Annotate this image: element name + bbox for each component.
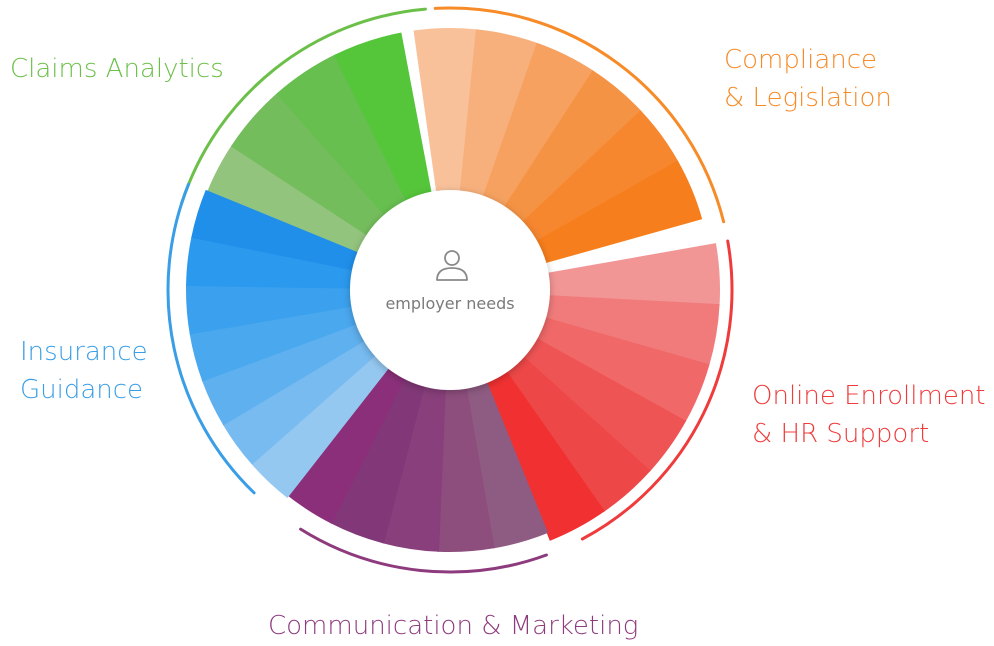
compliance-wedge-2 [459, 29, 539, 201]
compliance-wedge-6 [532, 160, 703, 265]
communication-wedge-3 [382, 381, 447, 552]
communication-wedge-2 [437, 383, 495, 553]
claims-wedge-2 [230, 92, 388, 238]
person-icon [436, 250, 468, 281]
insurance-wedge-6 [186, 236, 357, 289]
online-wedge-1 [543, 243, 720, 306]
communication-wedge-4 [330, 374, 427, 544]
online-wedge-6 [485, 367, 605, 541]
insurance-wedge-3 [201, 322, 369, 426]
compliance-outline-arc [433, 6, 726, 224]
online-wedge-3 [532, 316, 710, 423]
claims-wedge-1 [200, 145, 371, 261]
online-wedge-4 [520, 336, 687, 472]
compliance-wedge-1 [413, 28, 478, 196]
insurance-guidance-label: Insurance Guidance [20, 337, 148, 405]
claims-analytics-label: Claims Analytics [10, 54, 224, 84]
insurance-wedge-4 [189, 305, 361, 382]
center-circle [350, 190, 550, 390]
claims-outline-arc [180, 7, 427, 205]
claims-wedge-4 [334, 32, 433, 205]
claims-wedge-3 [276, 54, 409, 219]
communication-outline-arc [299, 527, 548, 574]
insurance-wedge-2 [222, 338, 379, 465]
online-outline-arc [580, 239, 734, 541]
insurance-wedge-1 [251, 352, 392, 499]
insurance-wedge-5 [185, 284, 357, 335]
insurance-outline-arc [166, 182, 256, 495]
insurance-wedge-7 [191, 189, 363, 272]
online-enrollment-label: Online Enrollment & HR Support [752, 381, 986, 449]
online-wedge-5 [504, 353, 651, 512]
compliance-wedge-3 [481, 42, 594, 211]
online-wedge-2 [541, 294, 720, 366]
communication-wedge-5 [284, 363, 408, 524]
communication-marketing-label: Communication & Marketing [268, 611, 639, 641]
compliance-wedge-4 [501, 70, 642, 226]
compliance-wedge-5 [519, 110, 679, 244]
center-label: employer needs [385, 294, 515, 313]
compliance-legislation-label: Compliance & Legislation [724, 45, 892, 113]
